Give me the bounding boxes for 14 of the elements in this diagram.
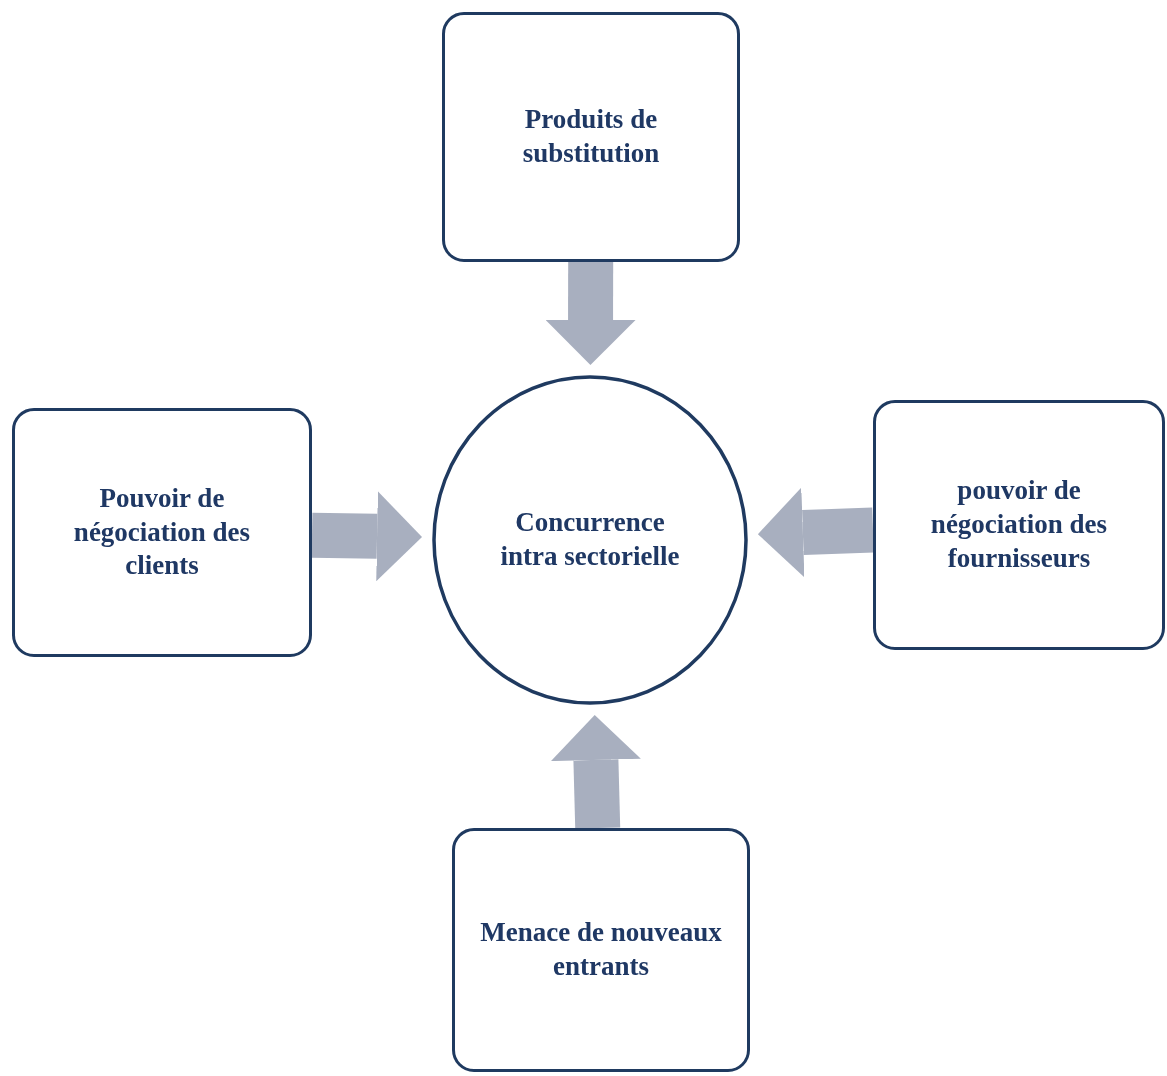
- node-label: Menace de nouveaux entrants: [479, 916, 723, 983]
- circle-node: [432, 375, 748, 705]
- process-box: [452, 828, 750, 1072]
- block-arrow: [545, 261, 636, 365]
- node-label: Pouvoir de négociation des clients: [72, 481, 252, 583]
- process-box: [12, 408, 312, 657]
- process-box: [442, 12, 740, 262]
- node-label: Produits de substitution: [521, 103, 661, 170]
- node-label: pouvoir de négociation des fournisseurs: [929, 474, 1109, 575]
- block-arrow: [311, 491, 422, 582]
- block-arrow: [757, 487, 874, 578]
- process-box: [873, 400, 1165, 650]
- node-label: Concurrence intra sectorielle: [499, 506, 681, 573]
- block-arrow: [550, 714, 641, 829]
